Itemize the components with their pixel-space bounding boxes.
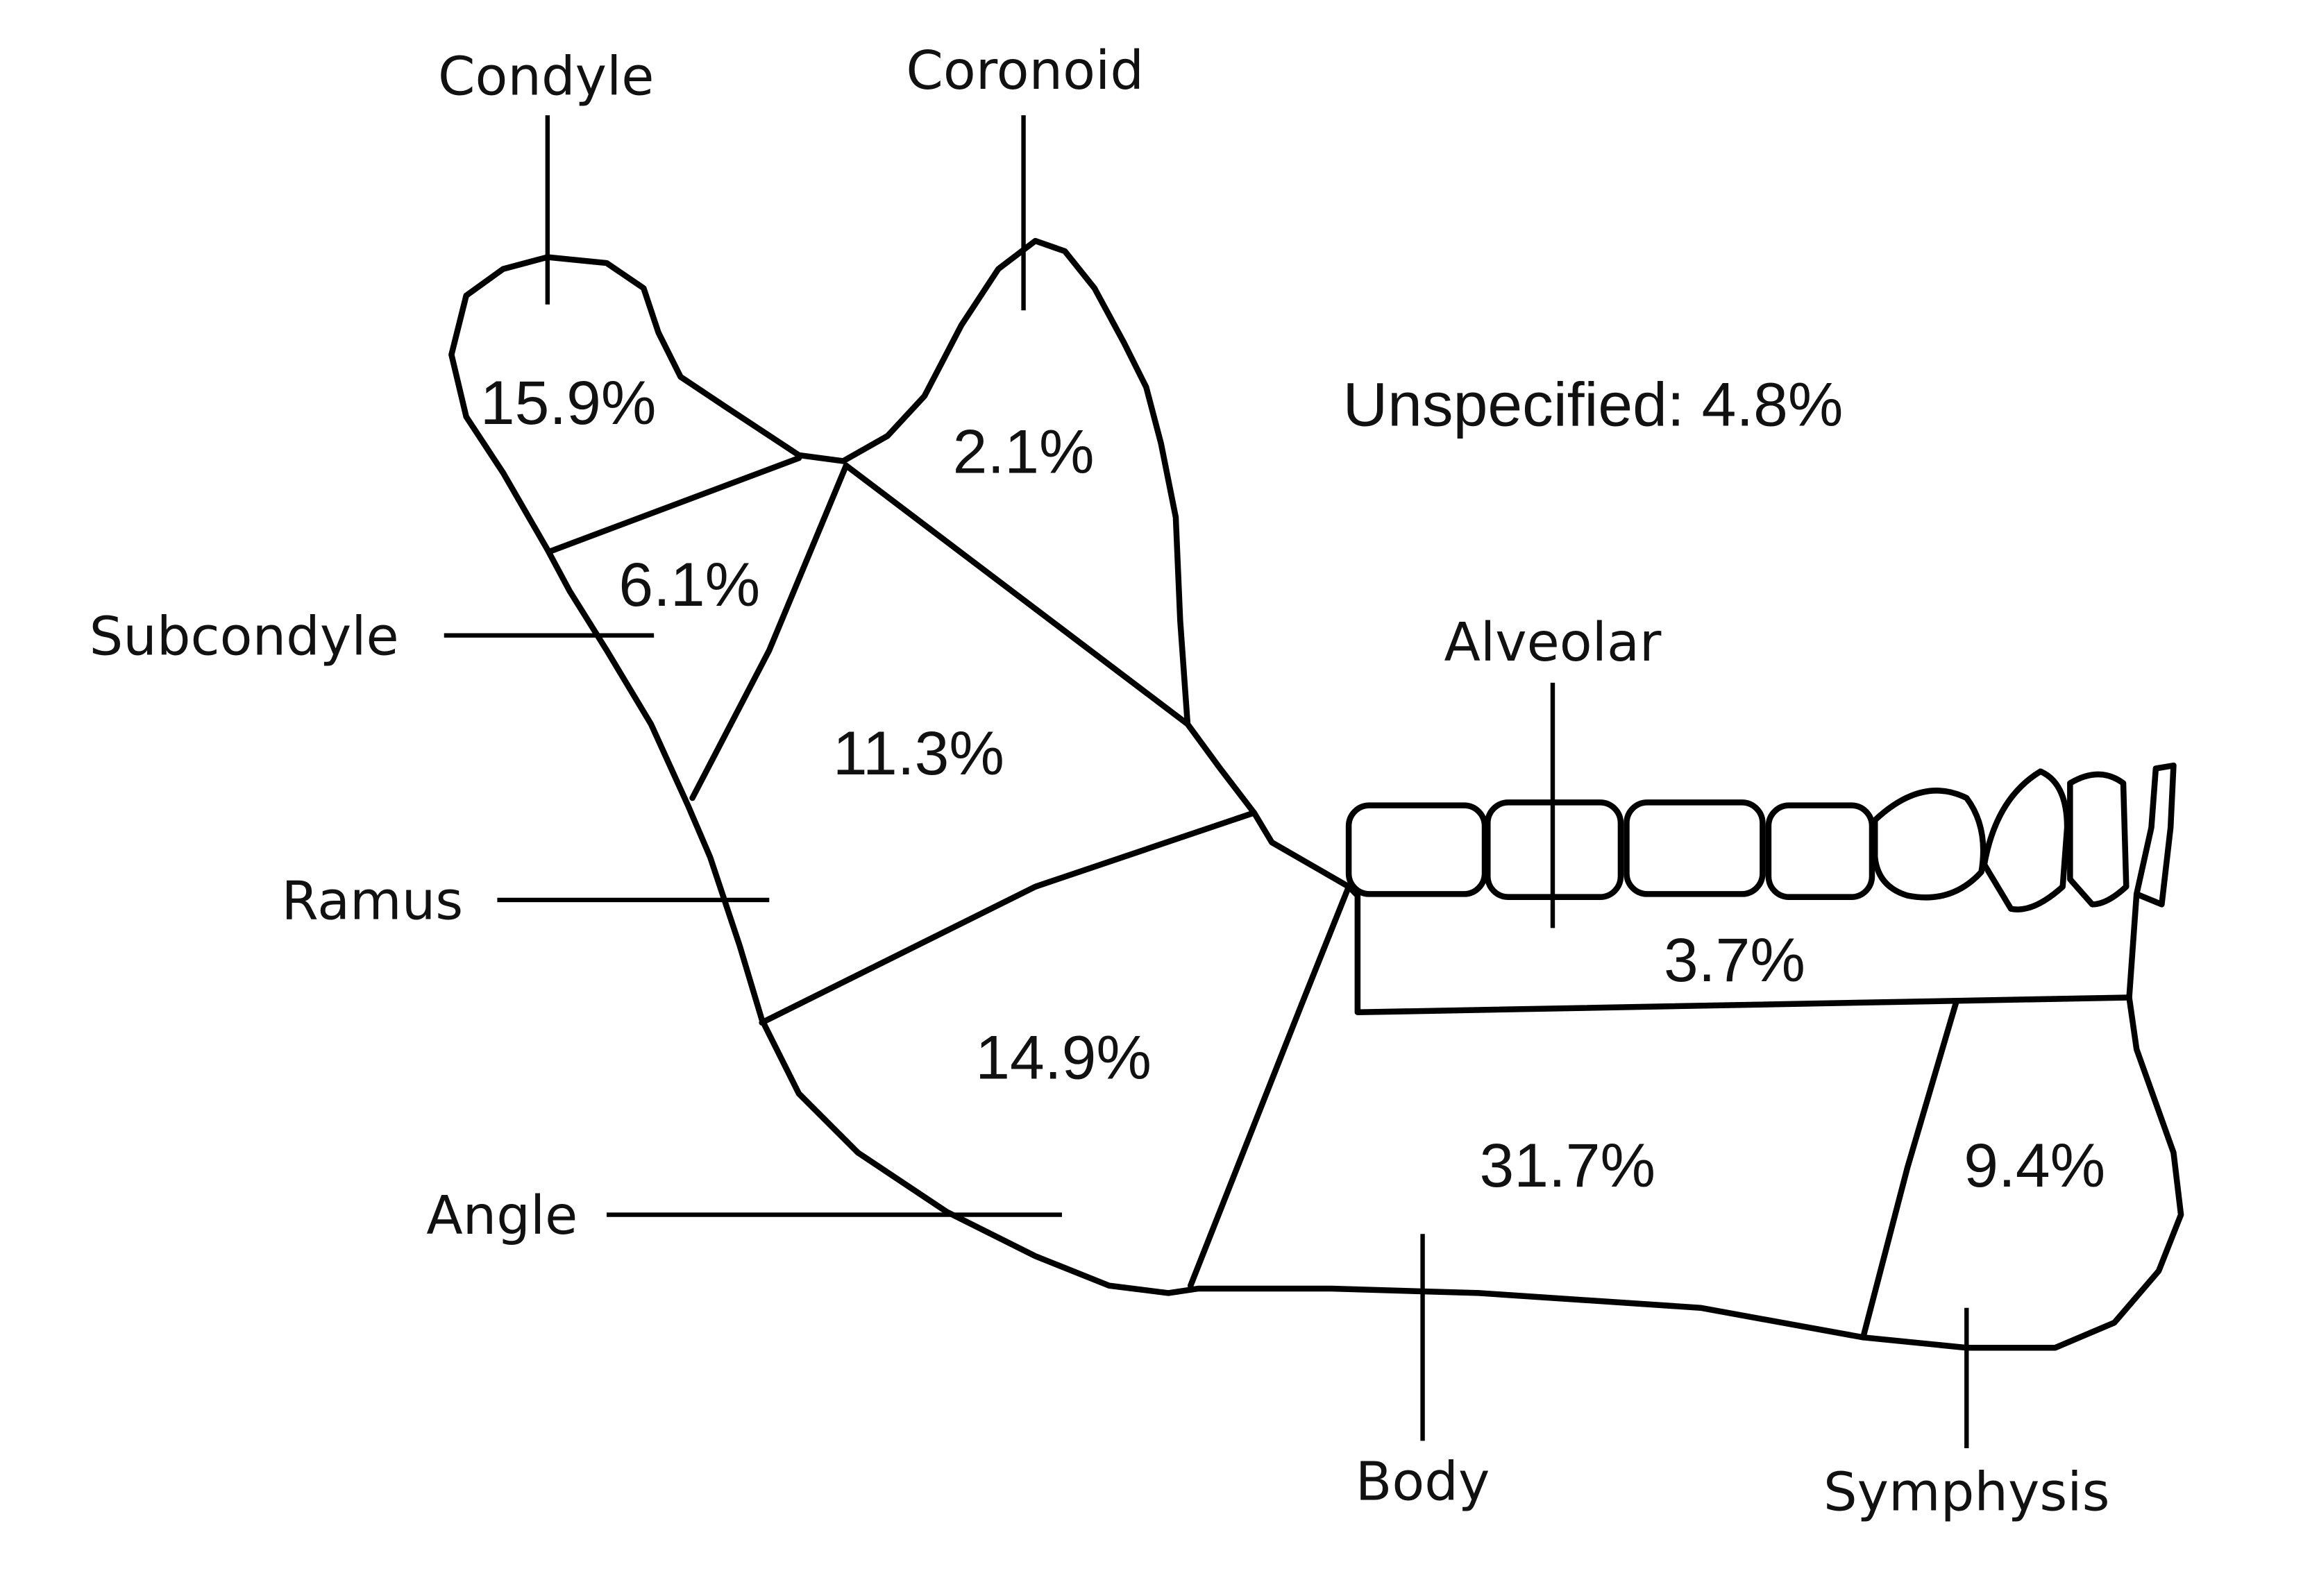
teeth xyxy=(1345,768,2130,912)
coronoid-ramus-border xyxy=(843,462,1191,727)
label-coronoid: Coronoid xyxy=(906,40,1144,102)
label-subcondyle: Subcondyle xyxy=(90,606,399,668)
pct-unspecified: Unspecified: 4.8% xyxy=(1343,369,1844,439)
pct-condyle: 15.9% xyxy=(480,368,657,437)
label-ramus: Ramus xyxy=(282,871,464,933)
pct-body: 31.7% xyxy=(1479,1130,1655,1200)
body-symphysis-border xyxy=(1860,999,1959,1341)
subcondyle-ramus-border xyxy=(689,462,850,801)
ramus-angle-border xyxy=(759,810,1258,1026)
pct-symphysis: 9.4% xyxy=(1964,1130,2105,1200)
pct-angle: 14.9% xyxy=(975,1023,1152,1092)
pct-coronoid: 2.1% xyxy=(953,416,1095,486)
label-body: Body xyxy=(1356,1452,1490,1513)
mandible-outline xyxy=(448,237,2184,1351)
alveolar-front-edge xyxy=(2126,762,2177,1001)
pct-alveolar: 3.7% xyxy=(1664,925,1805,994)
condyle-subcondyle-border xyxy=(547,455,802,554)
label-condyle: Condyle xyxy=(438,46,655,108)
label-angle: Angle xyxy=(426,1185,577,1247)
pct-ramus: 11.3% xyxy=(833,718,1004,788)
pct-subcondyle: 6.1% xyxy=(618,550,760,619)
angle-body-border xyxy=(1187,883,1352,1289)
label-symphysis: Symphysis xyxy=(1823,1461,2109,1523)
label-alveolar: Alveolar xyxy=(1444,612,1662,674)
